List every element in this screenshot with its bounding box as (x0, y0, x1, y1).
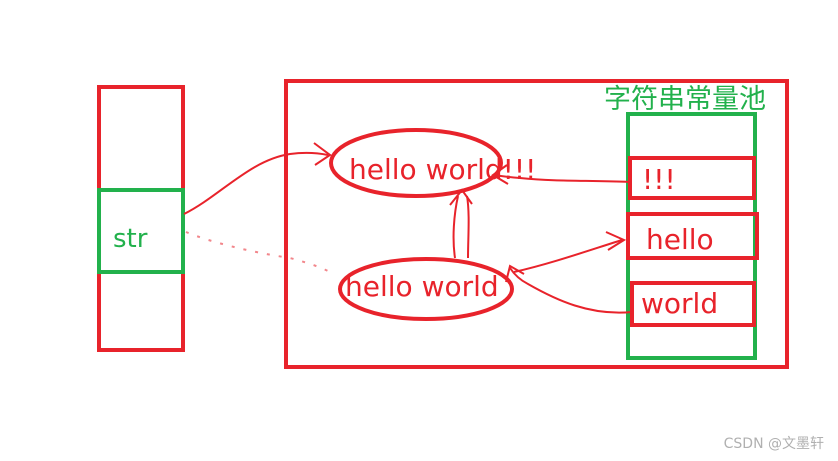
str-variable-label: str (113, 224, 148, 254)
object-hello-world (338, 257, 514, 321)
arrowhead-concat (449, 188, 473, 206)
arrowhead-world (505, 264, 525, 283)
object-label-hello-world: hello world (345, 270, 499, 303)
arrow-concat-up (452, 195, 470, 259)
arrow-str-to-hello-world-exclaim (183, 151, 329, 215)
watermark-text: CSDN @文墨轩 (723, 436, 824, 452)
arrow-world-to-object (509, 267, 633, 314)
pool-entry-label-exclaim: !!! (642, 163, 676, 196)
object-label-hello-world-exclaim: hello world!!! (349, 153, 537, 186)
pool-title: 字符串常量池 (604, 84, 766, 115)
stack-frame (97, 85, 185, 352)
arrow-exclaim-to-object (493, 174, 631, 183)
pool-entry-box-world (630, 281, 756, 327)
heap-frame (284, 79, 789, 369)
str-variable-box (97, 188, 185, 274)
pool-entry-box-hello (626, 212, 759, 260)
pool-entry-label-hello: hello (646, 223, 714, 256)
arrowhead-str-ref (313, 142, 332, 166)
arrow-object-to-hello (513, 239, 623, 273)
pool-entry-label-world: world (641, 287, 719, 320)
arrowhead-hello (605, 231, 627, 251)
object-hello-world-exclaim (329, 128, 503, 198)
erased-old-reference (185, 231, 331, 273)
pool-entry-box-exclaim (628, 156, 756, 200)
arrowhead-exclaim (491, 164, 509, 185)
